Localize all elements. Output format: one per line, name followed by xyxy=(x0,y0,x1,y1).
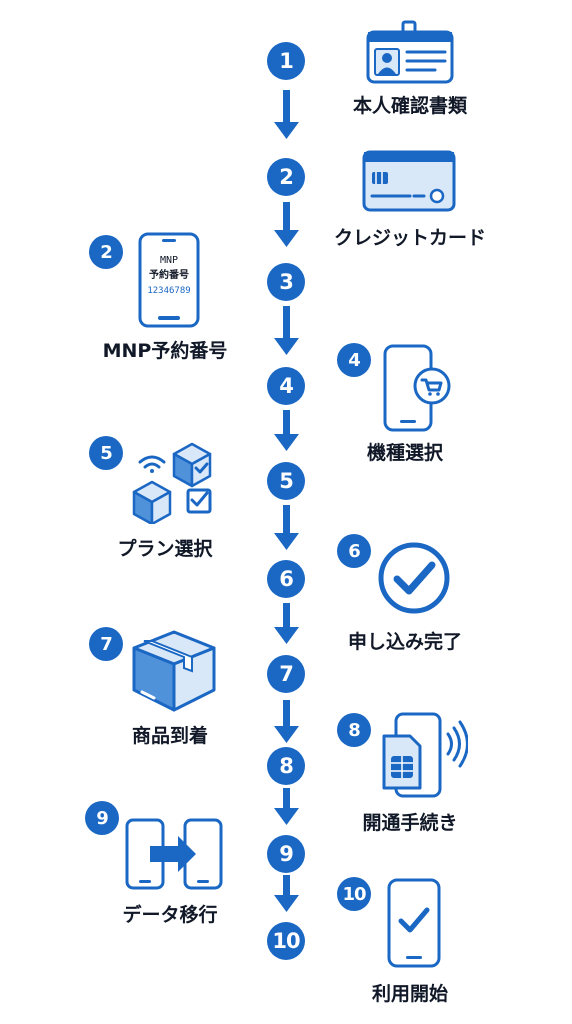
item-badge-7: 7 xyxy=(89,627,123,661)
item-badge-10: 10 xyxy=(337,877,371,911)
flow-arrow-5 xyxy=(274,505,299,550)
flow-arrow-4 xyxy=(274,410,299,451)
sim-phone-icon xyxy=(382,712,468,798)
mnp-screen-line-3: 12346789 xyxy=(147,286,190,296)
phone-mnp-icon: MNP 予約番号 12346789 xyxy=(138,232,200,328)
flow-node-3: 3 xyxy=(267,263,305,301)
flow-arrow-1 xyxy=(274,90,299,139)
flow-arrow-2 xyxy=(274,202,299,247)
item-label-8: 開通手続き xyxy=(362,812,458,834)
flow-node-10: 10 xyxy=(267,922,305,960)
flow-node-6: 6 xyxy=(267,560,305,598)
flow-node-2: 2 xyxy=(267,158,305,196)
credit-card-icon xyxy=(362,150,456,212)
item-label-3: MNP予約番号 xyxy=(102,340,228,362)
flow-node-9: 9 xyxy=(267,835,305,873)
flow-node-7: 7 xyxy=(267,655,305,693)
item-label-2: クレジットカード xyxy=(333,227,486,249)
mnp-screen-line-2: 予約番号 xyxy=(149,268,189,281)
item-badge-4: 4 xyxy=(337,343,371,377)
flow-arrow-8 xyxy=(274,788,299,825)
item-label-9: データ移行 xyxy=(122,904,218,926)
check-circle-icon xyxy=(378,542,450,614)
item-badge-6: 6 xyxy=(337,534,371,568)
flow-node-4: 4 xyxy=(267,367,305,405)
flow-arrow-7 xyxy=(274,700,299,743)
id-card-icon xyxy=(366,20,454,84)
flow-arrow-3 xyxy=(274,306,299,355)
boxes-plan-icon xyxy=(132,442,212,524)
package-icon xyxy=(132,630,216,712)
item-label-6: 申し込み完了 xyxy=(347,631,462,653)
item-label-1: 本人確認書類 xyxy=(352,95,467,117)
item-badge-5: 5 xyxy=(89,436,123,470)
flow-node-8: 8 xyxy=(267,747,305,785)
item-badge-8: 8 xyxy=(337,713,371,747)
item-badge-9: 9 xyxy=(85,801,119,835)
flow-node-1: 1 xyxy=(267,42,305,80)
item-label-5: プラン選択 xyxy=(117,538,213,560)
mnp-screen-line-1: MNP xyxy=(160,255,178,266)
flow-arrow-9 xyxy=(274,875,299,912)
flow-node-5: 5 xyxy=(267,462,305,500)
item-label-7: 商品到着 xyxy=(131,725,208,747)
flow-arrow-6 xyxy=(274,603,299,644)
item-badge-2: 2 xyxy=(89,235,123,269)
phone-cart-icon xyxy=(383,344,451,432)
data-transfer-icon xyxy=(125,818,223,890)
phone-check-icon xyxy=(387,878,441,968)
item-label-4: 機種選択 xyxy=(366,442,443,464)
item-label-10: 利用開始 xyxy=(371,983,448,1005)
